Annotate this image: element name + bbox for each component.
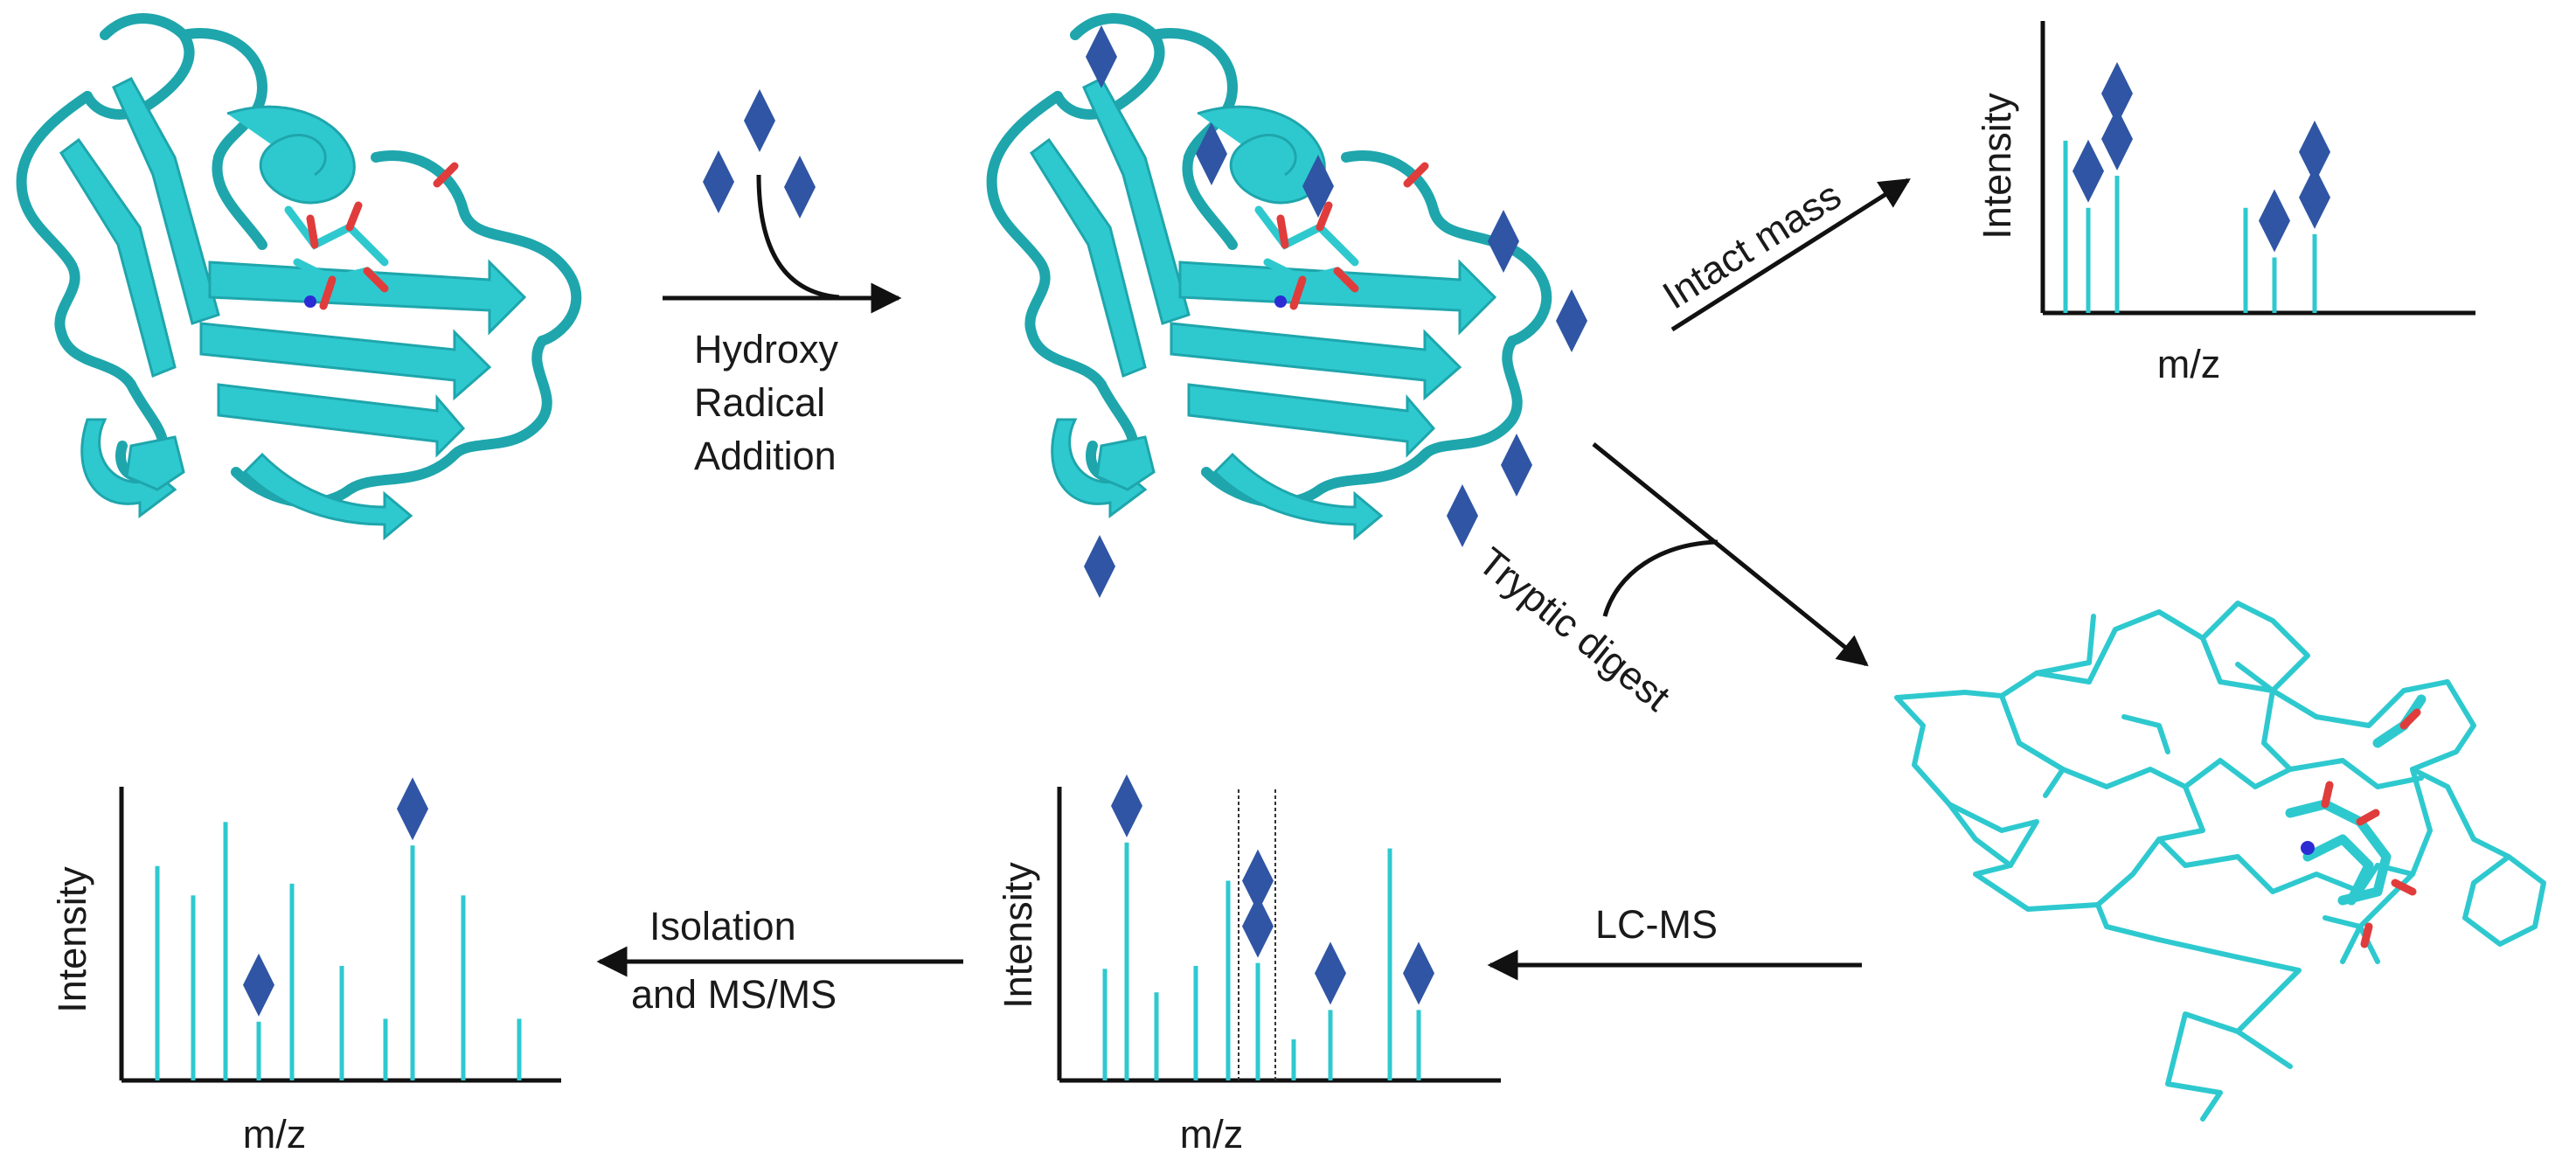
spectrum-peak: [1328, 1010, 1333, 1080]
step1-label-line2: Radical: [694, 380, 825, 425]
isolation-label-line1: Isolation: [649, 904, 796, 948]
spectrum-peak: [289, 883, 295, 1080]
protein-ribbon-unmodified: [16, 13, 582, 541]
spectrum-peak: [1124, 842, 1129, 1080]
blue-diamond-icon: [1111, 774, 1142, 837]
tryptic-digest-arrow: [1592, 442, 1869, 667]
radical-addition-step: Hydroxy Radical Addition: [663, 89, 902, 478]
protein-ribbon-labeled: [986, 13, 1552, 541]
blue-diamond-icon: [1315, 941, 1346, 1005]
y-axis-label: Intensity: [50, 866, 94, 1013]
blue-diamond-icon: [2073, 139, 2104, 203]
lcms-spectrum: m/z Intensity: [996, 774, 1501, 1157]
spectrum-peak: [1226, 880, 1231, 1080]
intact-mass-spectrum: m/z Intensity: [1975, 21, 2475, 386]
blue-diamond-icon: [1084, 535, 1115, 598]
spectrum-peak: [1291, 1038, 1296, 1080]
blue-diamond-icon: [1242, 849, 1274, 913]
blue-diamond-icon: [1086, 25, 1117, 88]
intact-mass-label: Intact mass: [1655, 172, 1849, 317]
blue-diamond-icon: [784, 156, 816, 219]
tryptic-digest-branch: Tryptic digest: [1470, 442, 1869, 719]
spectrum-peak: [1387, 848, 1392, 1080]
curved-reagent-arrow: [756, 174, 840, 300]
intact-mass-arrow: [1670, 177, 1911, 332]
step1-label-line1: Hydroxy: [694, 327, 839, 372]
spectrum-peak: [2312, 233, 2317, 313]
lcms-step: LC-MS: [1487, 902, 1862, 981]
blue-diamond-icon: [1242, 894, 1274, 958]
spectrum-peak: [1102, 969, 1107, 1080]
blue-diamond-icon: [1501, 434, 1532, 497]
spectrum-peak: [339, 965, 344, 1080]
curved-enzyme-arrow: [1602, 539, 1718, 617]
spectrum-peak: [2243, 207, 2248, 313]
x-axis-label: m/z: [2157, 342, 2221, 386]
spectrum-peak: [410, 845, 415, 1080]
spectrum-peak: [461, 895, 466, 1080]
intact-mass-branch: Intact mass: [1655, 172, 1911, 332]
x-axis-label: m/z: [1180, 1112, 1244, 1157]
isolation-step: Isolation and MS/MS: [596, 904, 963, 1017]
spectrum-peak: [517, 1018, 522, 1080]
spectrum-peak: [1193, 965, 1198, 1080]
y-axis-label: Intensity: [1975, 93, 2019, 240]
blue-diamond-icon: [243, 953, 274, 1017]
spectrum-peak: [2086, 207, 2091, 313]
blue-diamond-icon: [2299, 120, 2330, 184]
x-axis-label: m/z: [243, 1112, 307, 1157]
spectrum-peak: [155, 865, 160, 1080]
spectrum-peak: [1255, 962, 1260, 1080]
y-axis-label: Intensity: [996, 862, 1040, 1009]
blue-diamond-icon: [1488, 210, 1519, 273]
peptide-stick-model: [1894, 601, 2546, 1122]
spectrum-peak: [256, 1021, 261, 1080]
spectrum-peak: [1416, 1010, 1421, 1080]
spectrum-peak: [2063, 140, 2068, 313]
blue-diamond-icon: [1447, 484, 1478, 547]
msms-spectrum: m/z Intensity: [50, 777, 561, 1157]
lcms-label: LC-MS: [1595, 902, 1718, 947]
blue-diamond-icon: [744, 89, 775, 152]
blue-diamond-icon: [397, 777, 428, 841]
tryptic-digest-label: Tryptic digest: [1470, 538, 1679, 719]
spectrum-peak: [1154, 992, 1159, 1080]
blue-diamond-icon: [2259, 189, 2290, 253]
spectrum-peak: [191, 895, 196, 1080]
spectrum-peak: [383, 1018, 388, 1080]
blue-diamond-icon: [2101, 62, 2133, 126]
blue-diamond-icon: [1403, 941, 1434, 1005]
blue-diamond-icon: [2299, 165, 2330, 229]
isolation-label-line2: and MS/MS: [631, 972, 837, 1017]
step1-label-line3: Addition: [694, 434, 837, 478]
spectrum-peak: [2114, 176, 2120, 313]
blue-diamond-icon: [1556, 289, 1587, 352]
spectrum-peak: [2272, 257, 2277, 313]
spectrum-peak: [223, 822, 228, 1080]
blue-diamond-icon: [2101, 108, 2133, 171]
blue-diamond-icon: [703, 150, 734, 213]
